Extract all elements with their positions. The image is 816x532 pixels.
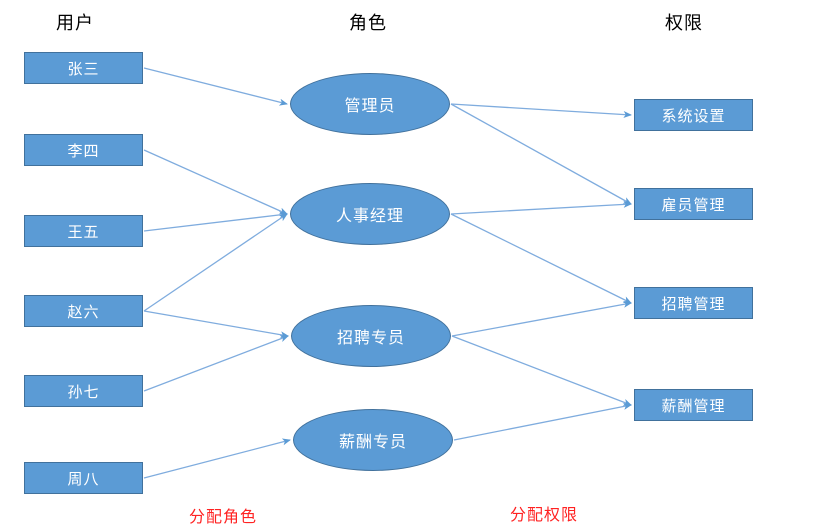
assign-permission-label: 分配权限 <box>510 507 579 524</box>
edge-wangwu-to-hr-manager <box>143 211 288 232</box>
role-node-salary-specialist: 薪酬专员 <box>293 409 453 471</box>
permission-node-salary-mgmt: 薪酬管理 <box>634 389 753 421</box>
edge-hr-manager-to-recruit-mgmt <box>450 213 632 304</box>
edge-salary-specialist-to-salary-mgmt <box>453 403 632 441</box>
edge-admin-to-system-settings <box>450 103 632 119</box>
edge-sunqi-to-recruit-specialist <box>143 335 289 392</box>
permission-node-recruit-mgmt: 招聘管理 <box>634 287 753 319</box>
column-header-users: 用户 <box>56 13 94 33</box>
user-node-zhaoliu: 赵六 <box>24 295 143 327</box>
assign-role-label: 分配角色 <box>189 509 258 526</box>
user-node-wangwu: 王五 <box>24 215 143 247</box>
edge-lisi-to-hr-manager <box>143 149 288 215</box>
permission-node-employee-mgmt: 雇员管理 <box>634 188 753 220</box>
edge-recruit-specialist-to-recruit-mgmt <box>451 300 632 337</box>
edge-admin-to-employee-mgmt <box>450 103 632 205</box>
role-node-admin: 管理员 <box>290 73 450 135</box>
edge-zhaoliu-to-recruit-specialist <box>143 310 289 339</box>
role-node-hr-manager: 人事经理 <box>290 183 450 245</box>
edge-zhangsan-to-admin <box>143 67 288 106</box>
edge-zhouba-to-salary-specialist <box>143 438 291 479</box>
permission-node-system-settings: 系统设置 <box>634 99 753 131</box>
edge-zhaoliu-to-hr-manager <box>143 213 288 312</box>
user-node-lisi: 李四 <box>24 134 143 166</box>
user-node-zhangsan: 张三 <box>24 52 143 84</box>
edge-recruit-specialist-to-salary-mgmt <box>451 335 632 406</box>
user-node-zhouba: 周八 <box>24 462 143 494</box>
role-node-recruit-specialist: 招聘专员 <box>291 305 451 367</box>
edge-hr-manager-to-employee-mgmt <box>450 200 632 215</box>
column-header-permissions: 权限 <box>665 13 703 33</box>
user-node-sunqi: 孙七 <box>24 375 143 407</box>
column-header-roles: 角色 <box>349 13 387 33</box>
